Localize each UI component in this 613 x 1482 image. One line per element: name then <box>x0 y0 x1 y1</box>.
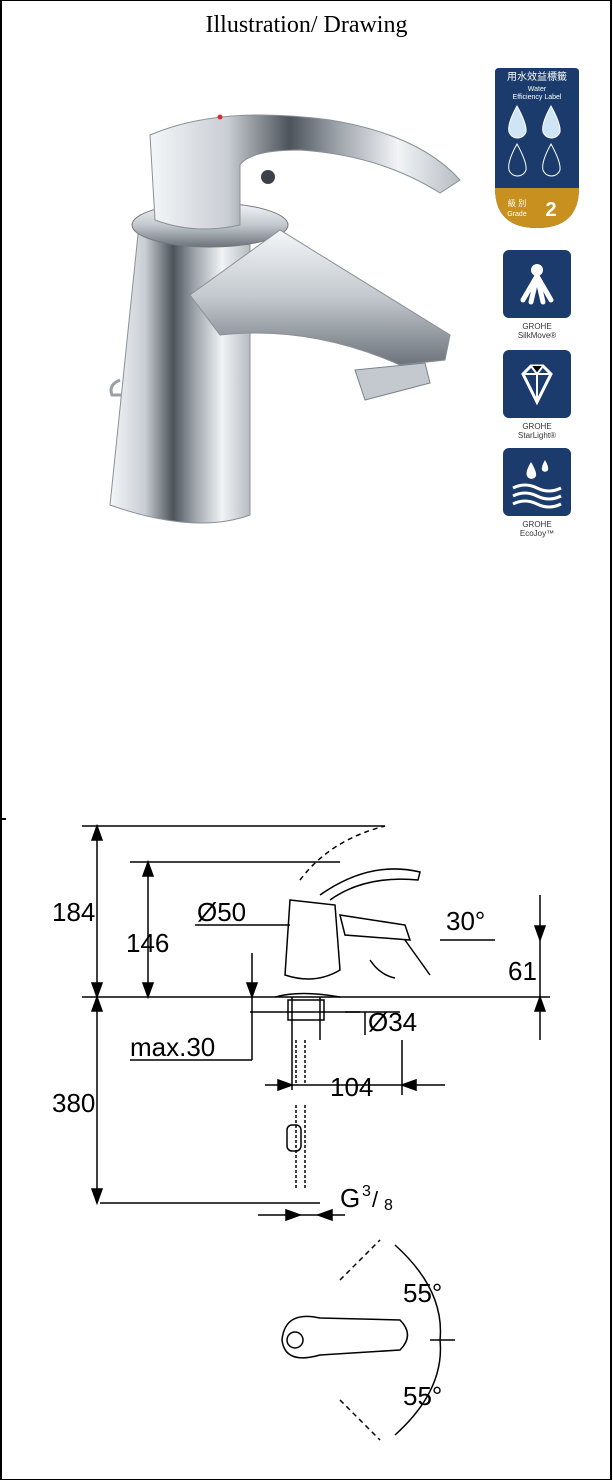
badge-name: EcoJoy™ <box>519 529 555 538</box>
dim-hose-length: 380 <box>52 1088 95 1118</box>
badge-brand: GROHE <box>522 520 552 529</box>
dim-angle-spout: 30° <box>446 906 485 936</box>
dim-thread-prefix: G <box>340 1183 360 1213</box>
row-divider-tick <box>0 818 6 820</box>
dim-max-thickness: max.30 <box>130 1032 215 1062</box>
dim-angle-left: 55° <box>403 1278 442 1308</box>
dim-height-total: 184 <box>52 897 95 927</box>
svg-text:Grade: Grade <box>507 211 527 218</box>
right-border <box>610 0 612 1480</box>
svg-text:Efficiency Label: Efficiency Label <box>513 94 562 101</box>
page-title: Illustration/ Drawing <box>205 12 408 38</box>
left-border <box>0 0 2 1480</box>
water-efficiency-badge: 用水效益標籤 Water Efficiency Label 級 別 Grade … <box>495 68 579 228</box>
dim-diameter-body: Ø50 <box>197 897 246 927</box>
svg-text:用水效益標籤: 用水效益標籤 <box>507 70 567 83</box>
water-drops-icon <box>503 448 571 516</box>
dim-diameter-base: Ø34 <box>368 1007 417 1037</box>
dim-reach: 104 <box>330 1072 373 1102</box>
dim-thread-num: 3 <box>362 1183 371 1200</box>
badge-brand: GROHE <box>522 422 552 431</box>
dim-angle-right: 55° <box>403 1381 442 1411</box>
svg-text:2: 2 <box>545 199 556 221</box>
svg-text:級 別: 級 別 <box>508 198 527 208</box>
faucet-product-image <box>109 114 461 524</box>
badge-brand: GROHE <box>522 322 552 331</box>
dim-thread-slash: / <box>372 1187 379 1212</box>
badge-name: StarLight® <box>518 431 556 440</box>
technical-drawing: 184 146 Ø50 30° 61 Ø34 max.30 104 380 G … <box>52 823 550 1441</box>
silkmove-icon <box>503 250 571 318</box>
dim-thread-den: 8 <box>384 1197 393 1214</box>
dim-height-spout: 146 <box>126 928 169 958</box>
badge-name: SilkMove® <box>517 331 557 340</box>
dim-height-outlet: 61 <box>508 956 537 986</box>
svg-text:Water: Water <box>528 86 547 93</box>
diamond-icon <box>503 350 571 418</box>
